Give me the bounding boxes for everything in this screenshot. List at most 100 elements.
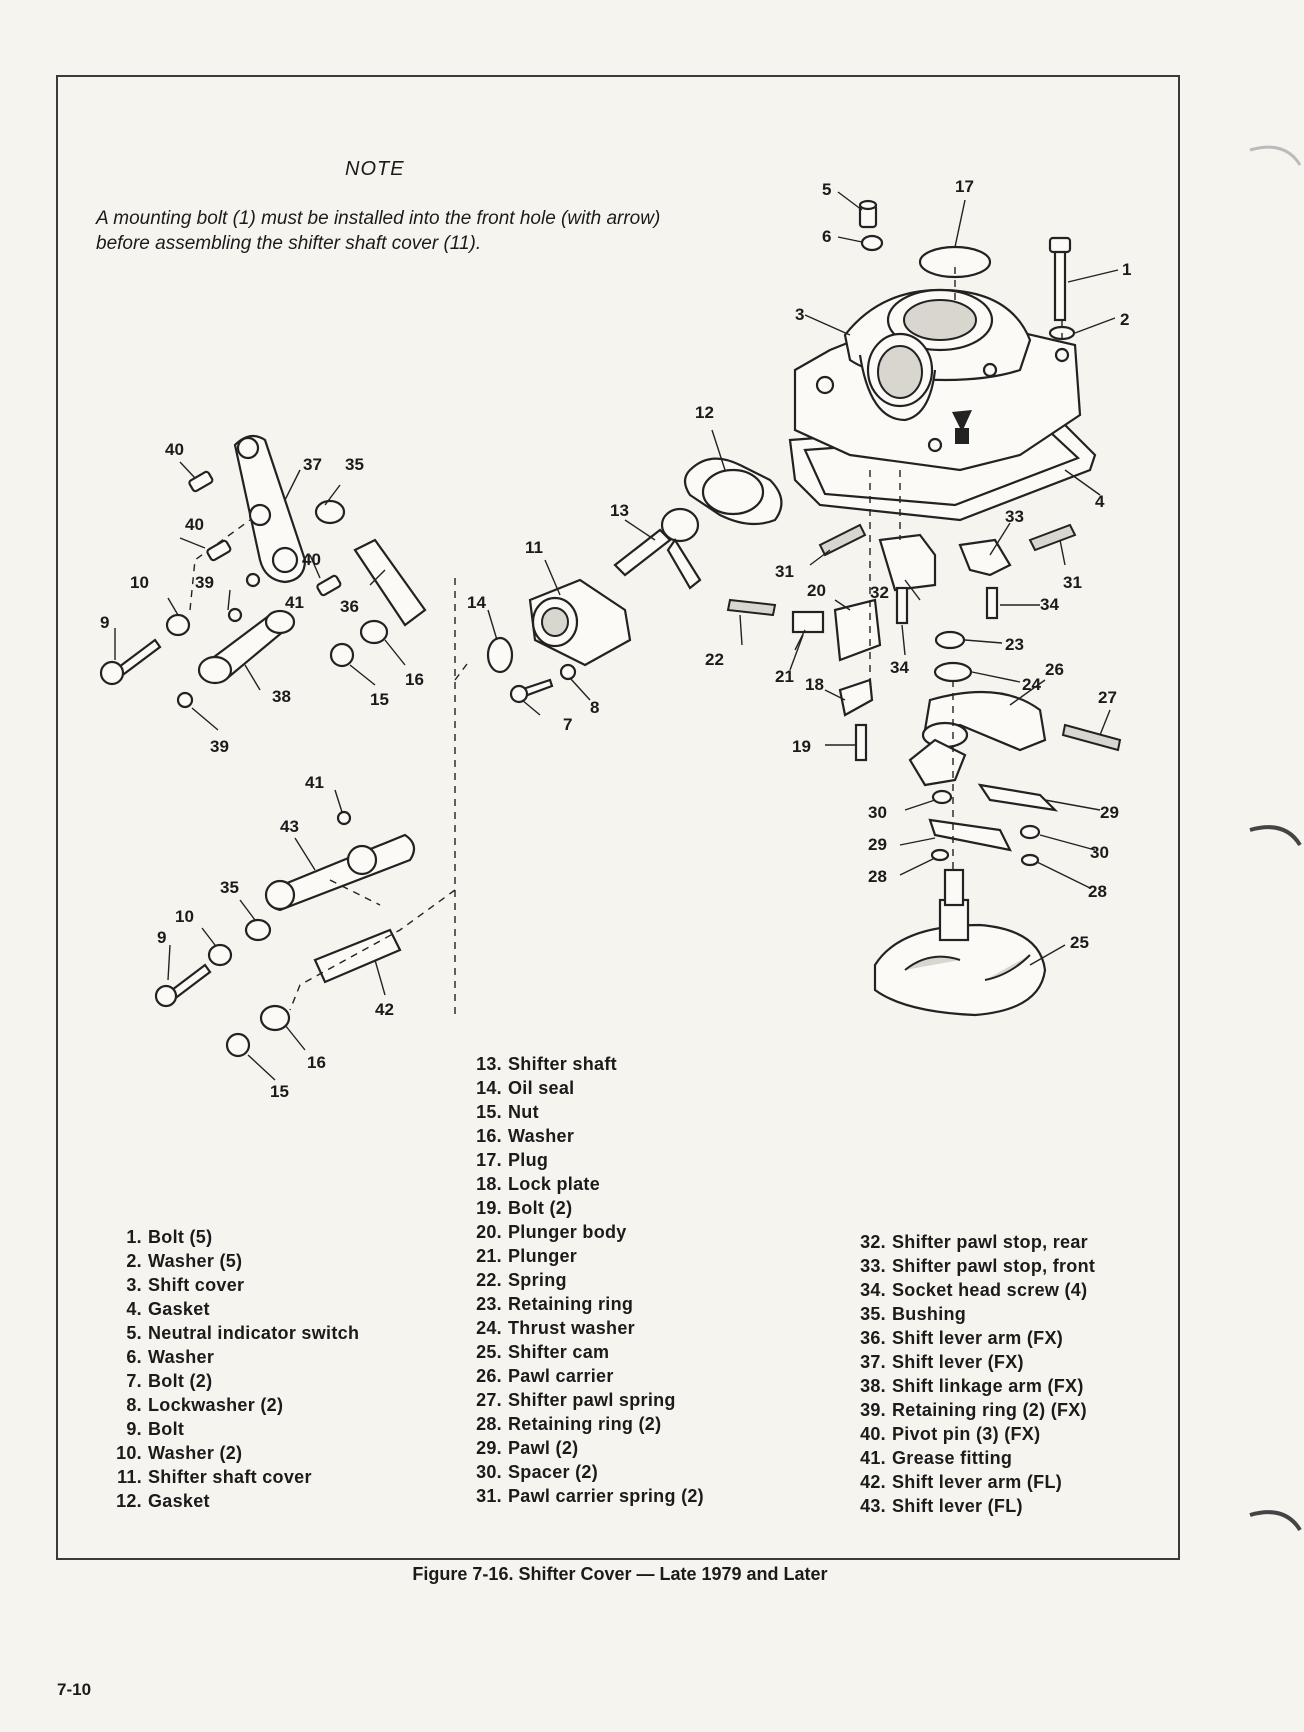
bolt-9a [99,638,162,686]
callout-41a: 41 [285,593,304,612]
legend-item: 38.Shift linkage arm (FX) [860,1376,1084,1396]
screw-34b [985,586,999,620]
shift-lever-37 [233,434,307,584]
bolt-1 [1048,236,1076,341]
legend-item: 35.Bushing [860,1304,967,1324]
shifter-shaft-cover [528,578,632,667]
legend-item: 22.Spring [476,1270,567,1290]
callout-29a: 29 [1100,803,1119,822]
legend-item: 26.Pawl carrier [476,1366,614,1386]
pawl-stop-33 [958,538,1012,577]
callout-20: 20 [807,581,826,600]
callout-8: 8 [590,698,599,717]
callout-5: 5 [822,180,831,199]
bolt-19 [854,723,868,762]
oil-seal [486,636,514,674]
figure-caption: Figure 7-16. Shifter Cover — Late 1979 a… [412,1564,828,1584]
legend-item: 9.Bolt [126,1419,185,1439]
grease-fitting-41b [336,810,352,826]
legend-item: 3.Shift cover [126,1275,245,1295]
pivot-pin-40b [206,539,232,562]
legend-item: 12.Gasket [116,1491,210,1511]
legend-item: 2.Washer (5) [126,1251,243,1271]
bushing-35b [244,918,272,942]
callout-23: 23 [1005,635,1024,654]
callout-13: 13 [610,501,629,520]
callout-27: 27 [1098,688,1117,707]
legend-item: 5.Neutral indicator switch [126,1323,360,1343]
legend-item: 34.Socket head screw (4) [860,1280,1088,1300]
callout-39a: 39 [195,573,214,592]
callout-18: 18 [805,675,824,694]
callout-9a: 9 [100,613,109,632]
legend-item: 41.Grease fitting [860,1448,1013,1468]
legend-item: 30.Spacer (2) [476,1462,599,1482]
shift-lever-arm-42 [313,928,402,984]
callout-42: 42 [375,1000,394,1019]
legend-item: 31.Pawl carrier spring (2) [476,1486,704,1506]
callout-35b: 35 [220,878,239,897]
legend-item: 14.Oil seal [476,1078,575,1098]
callout-34b: 34 [890,658,909,677]
pawl-stop-32 [878,533,937,592]
callout-22: 22 [705,650,724,669]
spring-31a [818,523,867,557]
pawl-29b [928,818,1012,852]
plunger-body-20 [833,598,882,662]
callout-40b: 40 [185,515,204,534]
callout-16a: 16 [405,670,424,689]
legend-item: 25.Shifter cam [476,1342,610,1362]
washer-16b [259,1004,291,1032]
callout-3: 3 [795,305,804,324]
spring-22 [726,598,777,617]
callout-10b: 10 [175,907,194,926]
pivot-pin-40a [188,470,214,493]
nut-15a [329,642,355,668]
callout-31b: 31 [1063,573,1082,592]
retaining-ring-39b [176,691,194,709]
callout-31a: 31 [775,562,794,581]
leader-lines [114,191,1119,1081]
callout-17: 17 [955,177,974,196]
callout-16b: 16 [307,1053,326,1072]
legend-item: 33.Shifter pawl stop, front [860,1256,1096,1276]
ring-28b [1020,853,1040,867]
legend-item: 29.Pawl (2) [476,1438,579,1458]
legend-item: 17.Plug [476,1150,549,1170]
callout-38: 38 [272,687,291,706]
pawl-spring-27 [1061,723,1122,752]
callout-4: 4 [1095,492,1105,511]
legend-item: 42.Shift lever arm (FL) [860,1472,1063,1492]
legend-item: 23.Retaining ring [476,1294,634,1314]
callout-41b: 41 [305,773,324,792]
bolt-9b [154,963,212,1008]
legend-item: 10.Washer (2) [116,1443,243,1463]
callout-28b: 28 [1088,882,1107,901]
callout-15b: 15 [270,1082,289,1101]
legend-item: 6.Washer [126,1347,215,1367]
legend-item: 16.Washer [476,1126,575,1146]
legend-item: 15.Nut [476,1102,539,1122]
callout-28a: 28 [868,867,887,886]
bushing-35a [314,499,346,525]
washer-16a [359,619,389,645]
pivot-pin-40c [316,574,342,597]
nut-15b [225,1032,251,1058]
legend-item: 28.Retaining ring (2) [476,1414,662,1434]
callout-numbers: 5 6 17 1 2 3 4 12 13 11 14 7 8 31 31 20 … [100,177,1131,1101]
grease-fitting-41a [245,572,261,588]
legend-item: 1.Bolt (5) [126,1227,213,1247]
legend-item: 4.Gasket [126,1299,210,1319]
callout-9b: 9 [157,928,166,947]
callout-19: 19 [792,737,811,756]
callout-14: 14 [467,593,486,612]
callout-12: 12 [695,403,714,422]
spacer-30a [931,789,953,805]
parts-legend-col2: 13.Shifter shaft 14.Oil seal 15.Nut 16.W… [468,1052,704,1508]
callout-21: 21 [775,667,794,686]
callout-11: 11 [525,538,543,557]
neutral-switch [858,199,884,252]
spacer-30b [1019,824,1041,840]
page-number: 7-10 [57,1680,92,1699]
callout-24: 24 [1022,675,1041,694]
